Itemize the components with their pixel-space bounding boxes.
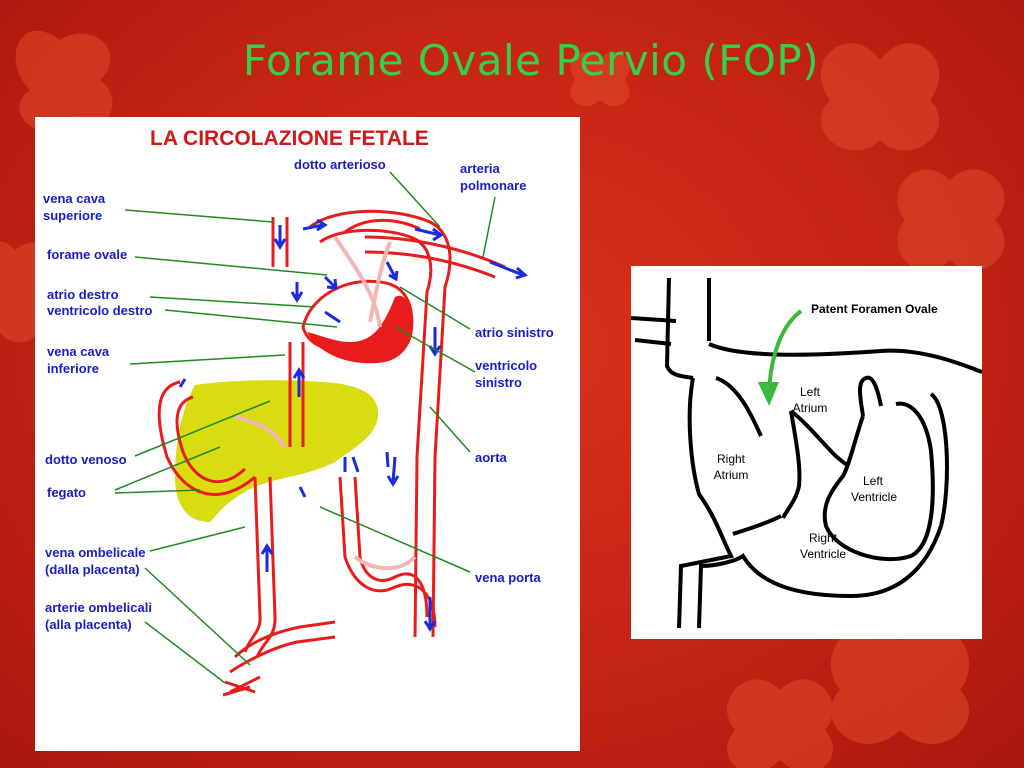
label-right-atrium-2: Atrium	[714, 468, 749, 482]
label-dotto-venoso: dotto venoso	[45, 452, 127, 467]
flow-arrows	[178, 218, 528, 632]
heart-diagram: Patent Foramen Ovale Left Atrium Right A…	[630, 266, 983, 639]
label-vena-cava-superiore-2: superiore	[43, 208, 102, 223]
fetal-circulation-diagram: LA CIRCOLAZIONE FETALE	[35, 117, 580, 751]
label-right-atrium-1: Right	[717, 452, 746, 466]
heart-ventricles	[307, 295, 414, 364]
label-vena-cava-inferiore-1: vena cava	[47, 344, 110, 359]
label-vena-cava-inferiore-2: inferiore	[47, 361, 99, 376]
label-left-atrium-2: Atrium	[793, 401, 828, 415]
labels: dotto arterioso arteria polmonare vena c…	[43, 157, 554, 632]
label-left-ventricle-1: Left	[863, 474, 884, 488]
label-ventricolo-sinistro-2: sinistro	[475, 375, 522, 390]
label-right-ventricle-2: Ventricle	[800, 547, 846, 561]
label-vena-ombelicale-2: (dalla placenta)	[45, 562, 140, 577]
heart-outline	[630, 277, 983, 629]
leader-lines	[114, 171, 496, 684]
heart-diagram-svg: Patent Foramen Ovale Left Atrium Right A…	[630, 277, 983, 629]
label-right-ventricle-1: Right	[809, 531, 838, 545]
label-fegato: fegato	[47, 485, 86, 500]
label-ventricolo-sinistro-1: ventricolo	[475, 358, 537, 373]
label-ventricolo-destro: ventricolo destro	[47, 303, 153, 318]
label-atrio-sinistro: atrio sinistro	[475, 325, 554, 340]
label-aorta: aorta	[475, 450, 508, 465]
label-arterie-ombelicali-1: arterie ombelicali	[45, 600, 152, 615]
slide-title: Forame Ovale Pervio (FOP)	[242, 36, 820, 85]
heart-labels: Patent Foramen Ovale Left Atrium Right A…	[714, 302, 938, 561]
foramen-arrow	[757, 309, 803, 406]
label-vena-cava-superiore-1: vena cava	[43, 191, 106, 206]
label-dotto-arterioso: dotto arterioso	[294, 157, 386, 172]
label-arterie-ombelicali-2: (alla placenta)	[45, 617, 132, 632]
label-arteria-polmonare-1: arteria	[460, 161, 501, 176]
diagram-heading: LA CIRCOLAZIONE FETALE	[150, 127, 429, 150]
label-atrio-destro: atrio destro	[47, 287, 119, 302]
label-forame-ovale: forame ovale	[47, 247, 127, 262]
label-arteria-polmonare-2: polmonare	[460, 178, 526, 193]
label-vena-ombelicale-1: vena ombelicale	[45, 545, 145, 560]
label-patent-foramen-ovale: Patent Foramen Ovale	[811, 302, 938, 316]
fetal-circulation-svg: LA CIRCOLAZIONE FETALE	[43, 127, 554, 697]
deoxygenated-vessels	[234, 235, 417, 571]
label-vena-porta: vena porta	[475, 570, 542, 585]
label-left-atrium-1: Left	[800, 385, 821, 399]
vessels	[157, 209, 506, 697]
label-left-ventricle-2: Ventricle	[851, 490, 897, 504]
liver-shape	[175, 380, 379, 522]
